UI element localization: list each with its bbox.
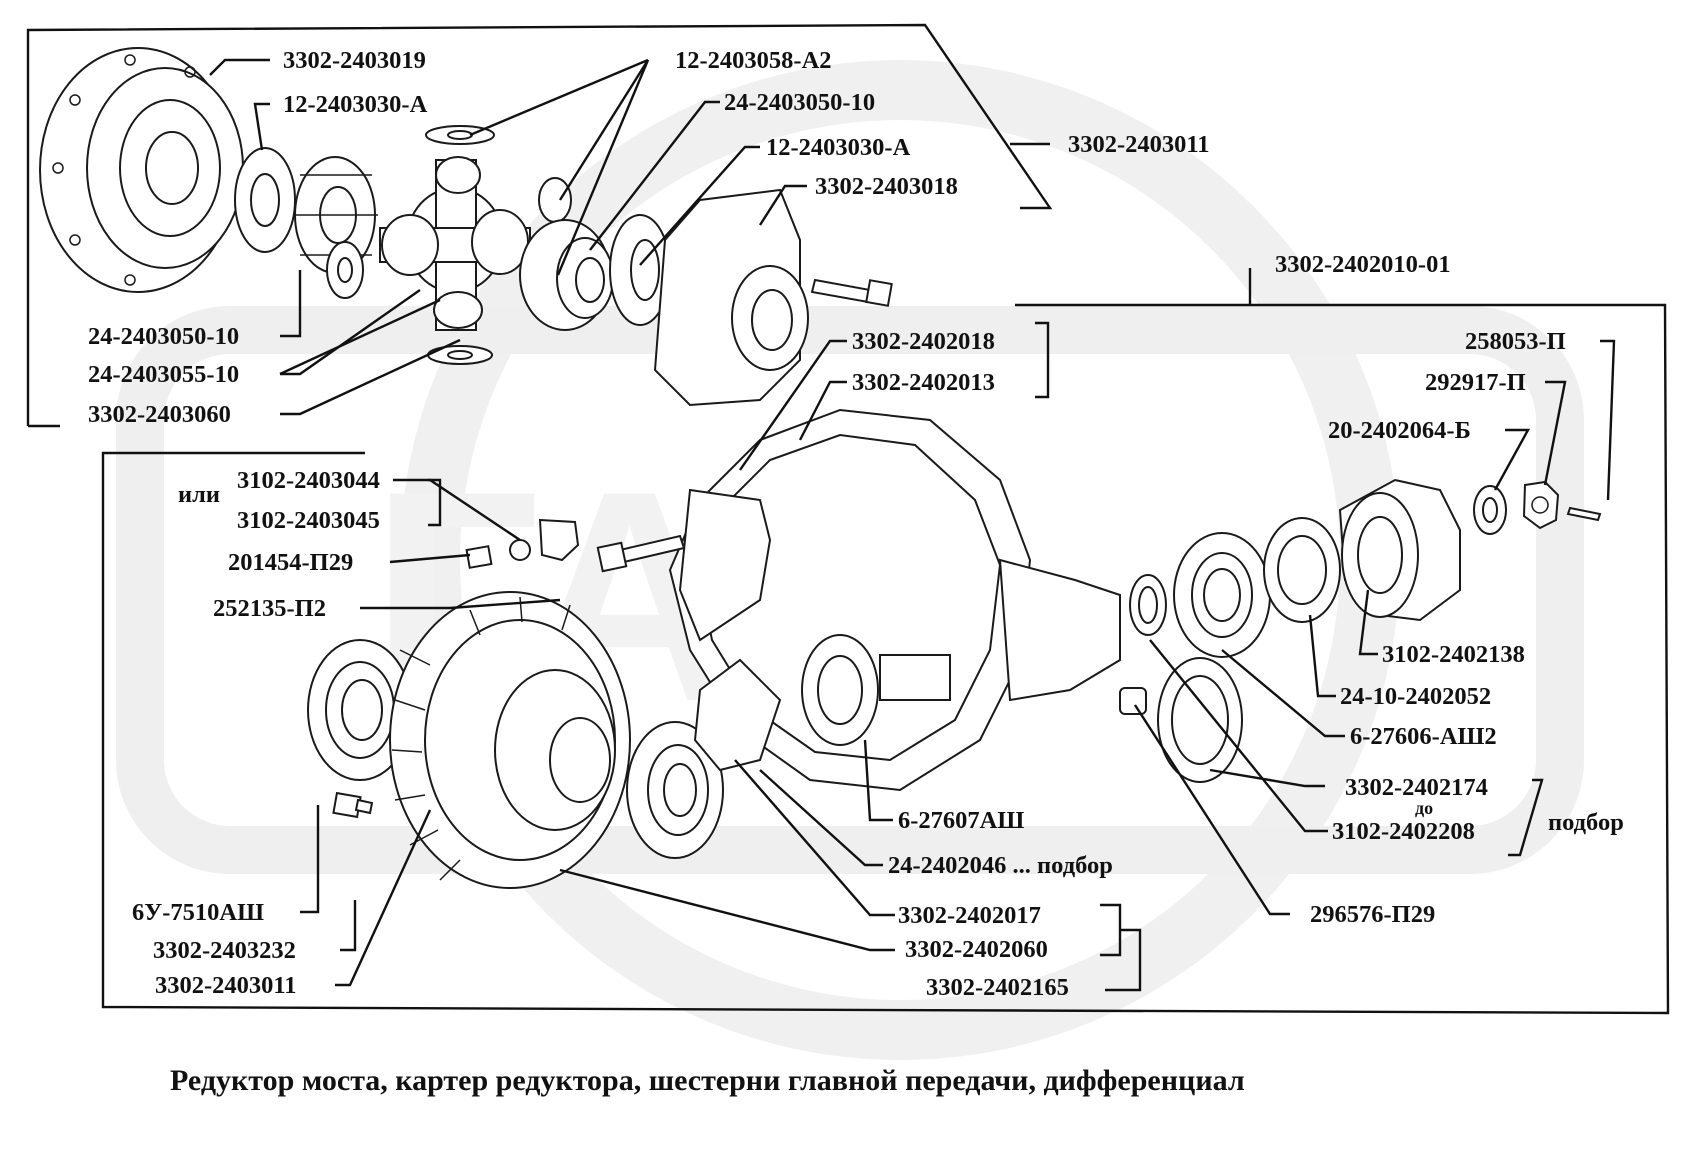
- label-12-2403030-a-mid: 12-2403030-А: [766, 134, 911, 161]
- label-3302-2403011-bot: 3302-2403011: [155, 972, 297, 999]
- label-3102-2402208: 3102-2402208: [1332, 818, 1475, 845]
- satellite-cross-assembly: [379, 125, 531, 365]
- side-gear-washer-right: [609, 214, 671, 326]
- drive-pinion: [693, 634, 951, 772]
- reducer-assembly-outline: [101, 268, 1670, 1015]
- label-3302-2402010-01: 3302-2402010-01: [1275, 251, 1451, 278]
- label-3102-2403045: 3102-2403045: [237, 507, 380, 534]
- label-3102-2403044: 3102-2403044: [237, 467, 380, 494]
- pinion-bearing-outer: [1173, 532, 1271, 658]
- ring-gear: [389, 591, 631, 889]
- label-12-2403058-a2: 12-2403058-А2: [675, 47, 832, 74]
- differential-case-right: [653, 188, 809, 407]
- label-12-2403030-a-top: 12-2403030-А: [283, 91, 428, 118]
- case-bolt: [810, 278, 893, 307]
- diagram-caption: Редуктор моста, картер редуктора, шестер…: [170, 1064, 1245, 1097]
- part-labels: 3302-2403019 12-2403058-А2 12-2403030-А …: [88, 47, 1624, 1001]
- label-292917-p: 292917-П: [1425, 369, 1526, 396]
- label-do: до: [1415, 798, 1433, 818]
- label-252135-p2: 252135-П2: [213, 595, 326, 622]
- pinion-washer-left: [326, 241, 364, 299]
- label-3302-2403232: 3302-2403232: [153, 937, 296, 964]
- label-24-2403055-10: 24-2403055-10: [88, 361, 239, 388]
- flange-nut: [1522, 480, 1560, 530]
- label-24-2403050-10-top: 24-2403050-10: [724, 89, 875, 116]
- label-3102-2402138: 3102-2402138: [1382, 641, 1525, 668]
- oil-seal: [1263, 517, 1341, 623]
- leader-lines: [209, 58, 1616, 992]
- label-ili: или: [178, 481, 220, 508]
- label-3302-2402017: 3302-2402017: [898, 902, 1041, 929]
- cotter-pin: [1566, 506, 1602, 522]
- spacer-ring: [1129, 574, 1167, 636]
- differential-case-flange: [39, 47, 244, 293]
- label-3302-2403019: 3302-2403019: [283, 47, 426, 74]
- ring-gear-bolt: [332, 791, 374, 819]
- label-3302-2402165: 3302-2402165: [926, 974, 1069, 1001]
- label-3302-2403018: 3302-2403018: [815, 173, 958, 200]
- label-20-2402064-b: 20-2402064-Б: [1328, 417, 1471, 444]
- pinion-flange: [1338, 478, 1461, 622]
- label-201454-p29: 201454-П29: [228, 549, 353, 576]
- adjusting-shim-ring: [1157, 657, 1243, 783]
- lock-plate: [538, 518, 580, 562]
- differential-assembly-outline: [26, 23, 1053, 428]
- label-258053-p: 258053-П: [1465, 328, 1566, 355]
- differential-bearing-left: [307, 639, 413, 781]
- label-3302-2403011-top: 3302-2403011: [1068, 131, 1210, 158]
- label-24-2403050-10-left: 24-2403050-10: [88, 323, 239, 350]
- label-3302-2402018: 3302-2402018: [852, 328, 995, 355]
- label-296576-p29: 296576-П29: [1310, 901, 1435, 928]
- label-3302-2402060: 3302-2402060: [905, 936, 1048, 963]
- flange-washer: [1473, 485, 1507, 535]
- lock-bolt-and-washer: [465, 539, 531, 569]
- label-6u-7510ash: 6У-7510АШ: [132, 899, 264, 926]
- label-podbor-right: подбор: [1548, 809, 1624, 836]
- label-6-27607ash: 6-27607АШ: [898, 807, 1024, 834]
- label-24-10-2402052: 24-10-2402052: [1340, 683, 1491, 710]
- label-3302-2402174: 3302-2402174: [1345, 774, 1488, 801]
- label-24-2402046-podbor: 24-2402046 ... подбор: [888, 852, 1113, 879]
- bearing-cap-bolt: [596, 534, 686, 573]
- label-3302-2403060: 3302-2403060: [88, 401, 231, 428]
- label-3302-2402013: 3302-2402013: [852, 369, 995, 396]
- side-gear-washer-left: [234, 147, 296, 253]
- label-6-27606-ash2: 6-27606-АШ2: [1350, 723, 1497, 750]
- breather-plug: [1119, 687, 1147, 715]
- differential-bearing-right: [626, 721, 724, 859]
